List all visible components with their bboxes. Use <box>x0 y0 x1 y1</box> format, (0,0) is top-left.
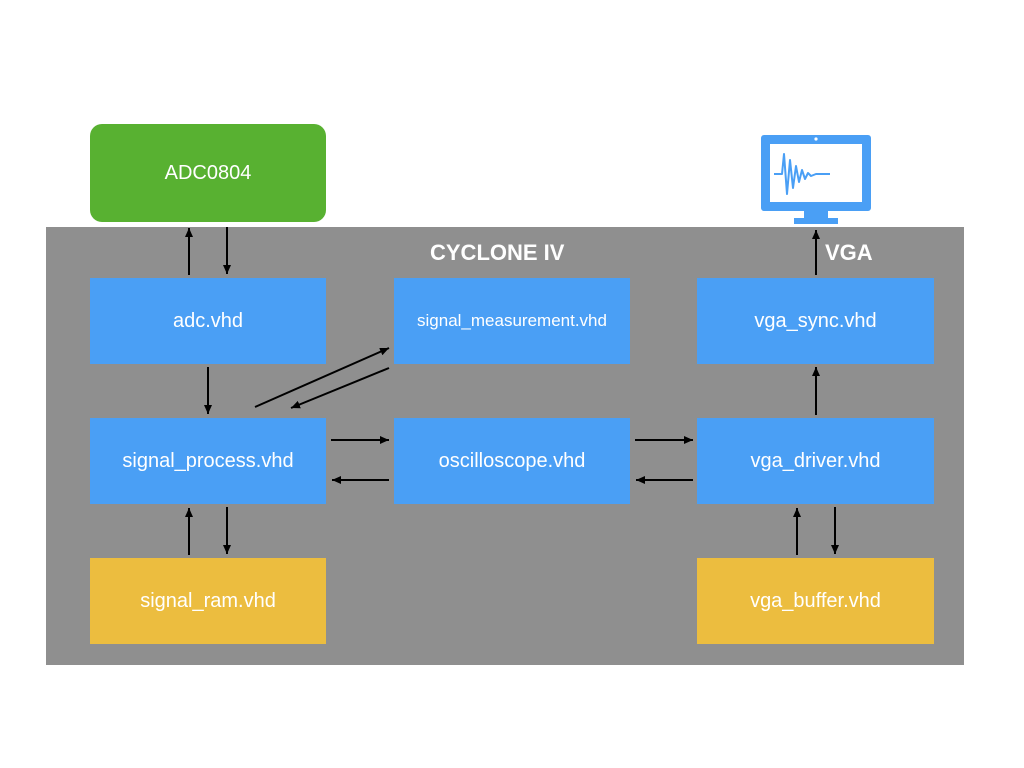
fpga-title: CYCLONE IV <box>430 240 565 265</box>
vga-sync-block[interactable]: vga_sync.vhd <box>697 278 934 364</box>
oscilloscope-block[interactable]: oscilloscope.vhd <box>394 418 630 504</box>
vga-buffer-block[interactable]: vga_buffer.vhd <box>697 558 934 644</box>
signal-ram-block[interactable]: signal_ram.vhd <box>90 558 326 644</box>
monitor-waveform-icon <box>761 135 871 224</box>
vga-driver-block[interactable]: vga_driver.vhd <box>697 418 934 504</box>
signal-measurement-block[interactable]: signal_measurement.vhd <box>394 278 630 364</box>
signal-process-block[interactable]: signal_process.vhd <box>90 418 326 504</box>
vga-label: VGA <box>825 240 873 265</box>
arrow-measurement-to-process <box>290 367 390 409</box>
adc-vhd-block[interactable]: adc.vhd <box>90 278 326 364</box>
arrow-process-to-measurement <box>254 347 390 408</box>
adc0804-block[interactable]: ADC0804 <box>90 124 326 222</box>
